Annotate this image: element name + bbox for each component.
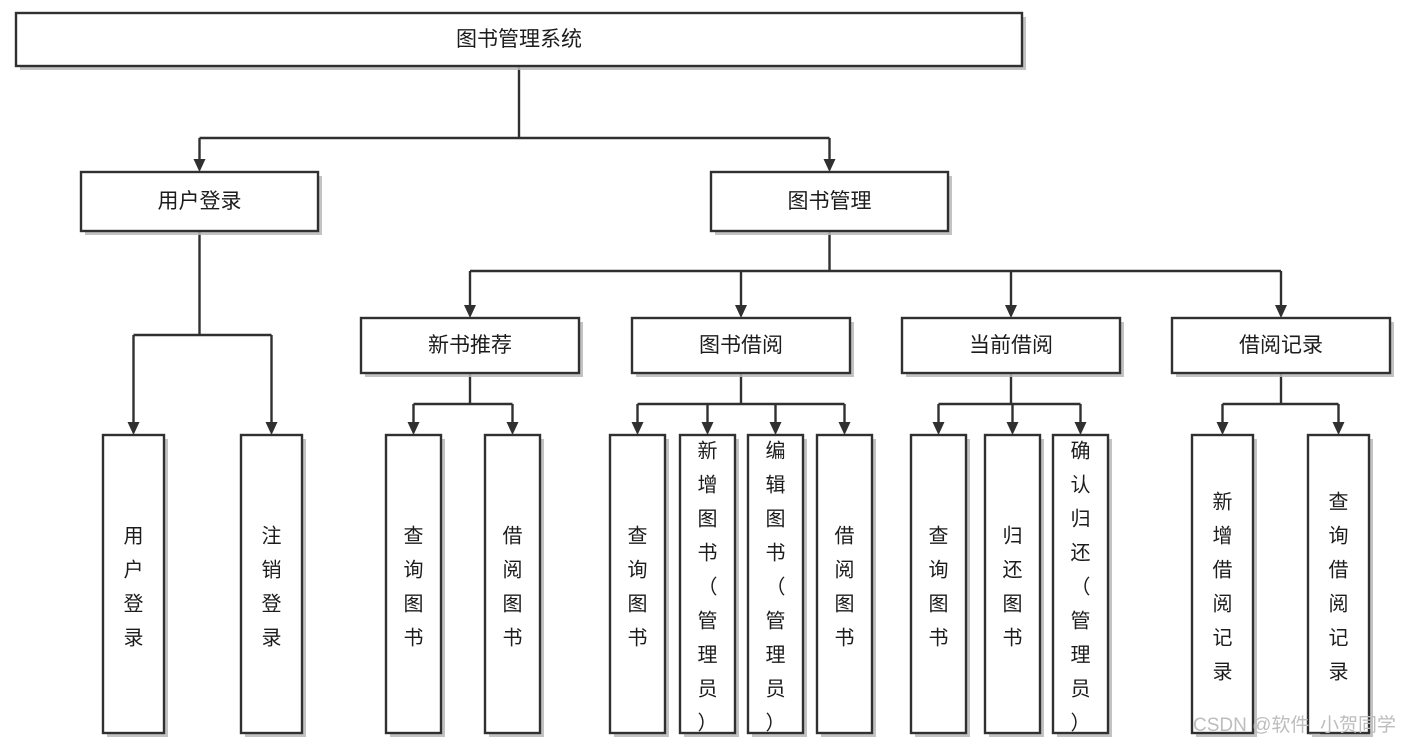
node-new-book-recommend-label: 新书推荐 (428, 334, 512, 357)
node-leaf-borrow-book-1-label: 借阅图书 (503, 525, 523, 650)
node-root-system-label: 图书管理系统 (456, 28, 582, 51)
node-user-login[interactable]: 用户登录 (79, 170, 322, 235)
node-new-book-recommend-rect (359, 316, 581, 375)
node-leaf-return-book-label: 归还图书 (1003, 525, 1023, 650)
node-leaf-edit-book-label: 编辑图书（管理员） (766, 440, 786, 735)
nodes-layer: 图书管理系统用户登录图书管理新书推荐图书借阅当前借阅借阅记录用户登录注销登录查询… (14, 11, 1394, 737)
node-leaf-add-record[interactable]: 新增借阅记录 (1190, 433, 1257, 737)
node-leaf-borrow-book-2[interactable]: 借阅图书 (815, 433, 876, 737)
node-leaf-query-book-3-rect (909, 433, 968, 735)
node-borrow-record-rect (1170, 316, 1392, 375)
node-leaf-query-book-1[interactable]: 查询图书 (384, 433, 445, 737)
node-user-login-rect (79, 170, 320, 233)
csdn-watermark: CSDN @软件_小贺同学 (1193, 714, 1396, 736)
node-leaf-add-record-label: 新增借阅记录 (1213, 491, 1233, 684)
node-leaf-user-logout-label: 注销登录 (262, 525, 282, 650)
node-leaf-add-book-label: 新增图书（管理员） (698, 440, 718, 735)
node-leaf-query-book-1-label: 查询图书 (404, 525, 424, 650)
node-leaf-user-logout[interactable]: 注销登录 (239, 433, 306, 737)
node-borrow-record-label: 借阅记录 (1239, 334, 1323, 357)
node-user-login-label: 用户登录 (158, 190, 242, 213)
node-book-manage[interactable]: 图书管理 (709, 170, 952, 235)
node-book-borrow-label: 图书借阅 (699, 334, 783, 357)
node-leaf-query-book-2-label: 查询图书 (628, 525, 648, 650)
node-leaf-return-book-rect (983, 433, 1042, 735)
node-leaf-add-book-rect (678, 433, 737, 735)
node-leaf-user-login-rect (101, 433, 166, 735)
node-leaf-confirm-return-label: 确认归还（管理员） (1071, 440, 1091, 735)
node-leaf-edit-book-rect (746, 433, 805, 735)
node-current-borrow-rect (900, 316, 1122, 375)
node-root-system[interactable]: 图书管理系统 (14, 11, 1026, 70)
node-leaf-query-record-label: 查询借阅记录 (1329, 491, 1349, 684)
node-leaf-borrow-book-1[interactable]: 借阅图书 (483, 433, 544, 737)
node-leaf-borrow-book-2-label: 借阅图书 (835, 525, 855, 650)
node-leaf-return-book[interactable]: 归还图书 (983, 433, 1044, 737)
node-leaf-borrow-book-1-rect (483, 433, 542, 735)
node-leaf-user-login[interactable]: 用户登录 (101, 433, 168, 737)
node-leaf-add-book[interactable]: 新增图书（管理员） (678, 433, 739, 737)
node-leaf-borrow-book-2-rect (815, 433, 874, 735)
node-leaf-query-book-2[interactable]: 查询图书 (608, 433, 669, 737)
node-leaf-query-record-rect (1306, 433, 1371, 735)
node-book-borrow-rect (630, 316, 852, 375)
node-root-system-rect (14, 11, 1024, 68)
node-book-borrow[interactable]: 图书借阅 (630, 316, 854, 377)
node-leaf-user-logout-rect (239, 433, 304, 735)
node-current-borrow-label: 当前借阅 (969, 334, 1053, 357)
node-leaf-confirm-return[interactable]: 确认归还（管理员） (1051, 433, 1112, 737)
node-leaf-confirm-return-rect (1051, 433, 1110, 735)
node-book-manage-label: 图书管理 (788, 190, 872, 213)
node-new-book-recommend[interactable]: 新书推荐 (359, 316, 583, 377)
connectors-layer (127, 66, 1345, 435)
node-current-borrow[interactable]: 当前借阅 (900, 316, 1124, 377)
node-leaf-query-book-1-rect (384, 433, 443, 735)
node-leaf-add-record-rect (1190, 433, 1255, 735)
node-leaf-edit-book[interactable]: 编辑图书（管理员） (746, 433, 807, 737)
node-leaf-query-book-3-label: 查询图书 (929, 525, 949, 650)
node-leaf-query-record[interactable]: 查询借阅记录 (1306, 433, 1373, 737)
node-borrow-record[interactable]: 借阅记录 (1170, 316, 1394, 377)
node-leaf-query-book-2-rect (608, 433, 667, 735)
node-leaf-query-book-3[interactable]: 查询图书 (909, 433, 970, 737)
node-book-manage-rect (709, 170, 950, 233)
node-leaf-user-login-label: 用户登录 (124, 526, 144, 650)
